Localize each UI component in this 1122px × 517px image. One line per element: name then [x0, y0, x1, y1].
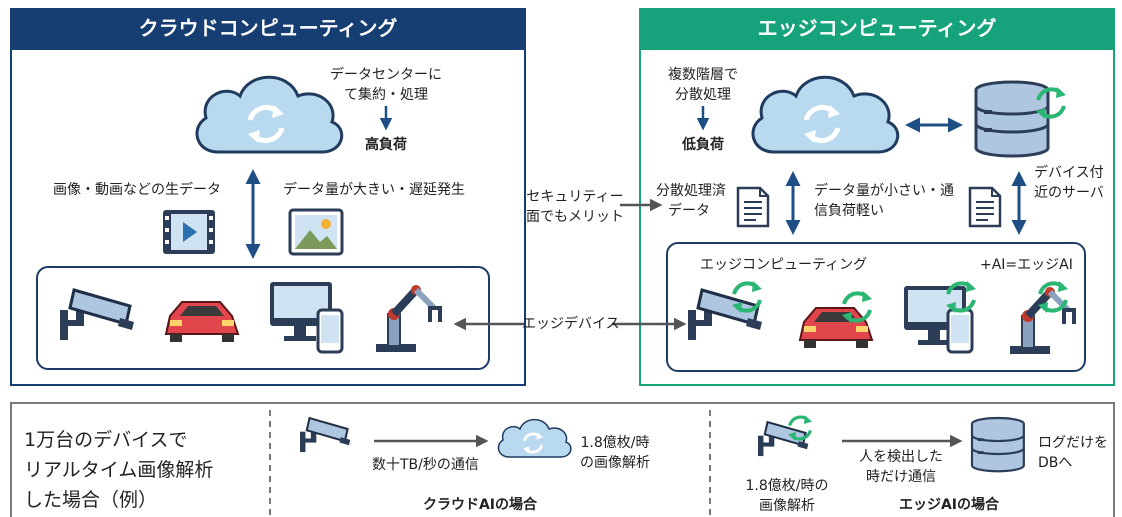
- cloud-note-line2: て集約・処理: [344, 87, 428, 103]
- bidirectional-arrow: [905, 117, 963, 133]
- sync-icon: [1034, 85, 1068, 121]
- cloud-computing-title: クラウドコンピューティング: [10, 8, 526, 50]
- camera-icon: [298, 417, 352, 454]
- arrow-down-edge: [696, 106, 710, 131]
- edge-detect-line1: 人を検出した: [859, 449, 943, 465]
- edge-note-line1: 複数階層で: [668, 67, 738, 83]
- cloud-updown-arrow: [245, 169, 261, 259]
- robot-arm-icon: [376, 284, 446, 354]
- video-file-icon: [163, 210, 215, 254]
- edge-computing-title: エッジコンピューティング: [639, 8, 1115, 50]
- sync-icon: [944, 279, 978, 315]
- edge-updown-arrow-left: [785, 171, 801, 235]
- cloud-icon: [195, 75, 344, 154]
- car-icon: [165, 301, 239, 343]
- edge-rate-line1: 1.8億枚/時の: [745, 478, 829, 494]
- small-data-line2: 信負荷軽い: [814, 203, 884, 219]
- security-line1: セキュリティー: [526, 189, 624, 205]
- smartphone-icon: [316, 308, 344, 354]
- big-data-label: データ量が大きい・遅延発生: [283, 182, 465, 198]
- smartphone-icon: [946, 308, 974, 354]
- cloud-load-label: 高負荷: [365, 137, 407, 153]
- edge-device-label: エッジデバイス: [522, 316, 620, 332]
- sync-icon: [840, 289, 874, 325]
- sync-icon: [786, 413, 814, 443]
- processed-line1: 分散処理済: [656, 183, 726, 199]
- edge-device-arrow: [453, 317, 687, 331]
- cloud-icon: [751, 75, 900, 154]
- edge-updown-arrow-right: [1011, 171, 1027, 235]
- camera-icon: [58, 288, 136, 342]
- document-icon: [736, 186, 770, 228]
- edge-ai-label: エッジAIの場合: [898, 497, 1000, 513]
- document-icon: [968, 186, 1002, 228]
- cloud-rate-line1: 1.8億枚/時: [580, 435, 650, 451]
- cloud-comm-label: 数十TB/秒の通信: [372, 457, 479, 473]
- edge-log-line2: DBへ: [1038, 455, 1073, 471]
- server-line2: 近のサーバ: [1034, 185, 1104, 201]
- cloud-icon: [497, 418, 572, 458]
- security-line2: 面でもメリット: [526, 209, 624, 225]
- image-file-icon: [288, 208, 344, 256]
- small-data-line1: データ量が小さい・通: [814, 183, 954, 199]
- case-line3: した場合（例）: [24, 489, 158, 511]
- cloud-note-line1: データセンターに: [330, 67, 442, 83]
- edge-load-label: 低負荷: [682, 137, 724, 153]
- edge-log-line1: ログだけを: [1038, 435, 1108, 451]
- processed-line2: データ: [668, 203, 710, 219]
- sync-icon: [730, 279, 764, 315]
- example-panel: [10, 402, 1115, 517]
- edge-ai-caption: +AI=エッジAI: [980, 257, 1073, 273]
- edge-device-caption: エッジコンピューティング: [700, 257, 868, 273]
- case-line1: 1万台のデバイスで: [24, 429, 188, 451]
- case-line2: リアルタイム画像解析: [24, 459, 214, 481]
- server-line1: デバイス付: [1034, 165, 1104, 181]
- raw-data-label: 画像・動画などの生データ: [53, 182, 221, 198]
- divider: [269, 410, 271, 517]
- edge-note-line2: 分散処理: [675, 87, 731, 103]
- database-icon: [970, 416, 1025, 473]
- edge-detect-line2: 時だけ通信: [866, 469, 936, 485]
- sync-icon: [1036, 279, 1070, 315]
- edge-comm-arrow: [842, 434, 963, 448]
- security-arrow: [620, 198, 663, 212]
- cloud-comm-arrow: [374, 434, 489, 448]
- cloud-ai-label: クラウドAIの場合: [422, 497, 538, 513]
- arrow-down: [379, 106, 393, 131]
- divider: [709, 410, 711, 517]
- edge-rate-line2: 画像解析: [759, 498, 815, 514]
- cloud-rate-line2: の画像解析: [580, 455, 650, 471]
